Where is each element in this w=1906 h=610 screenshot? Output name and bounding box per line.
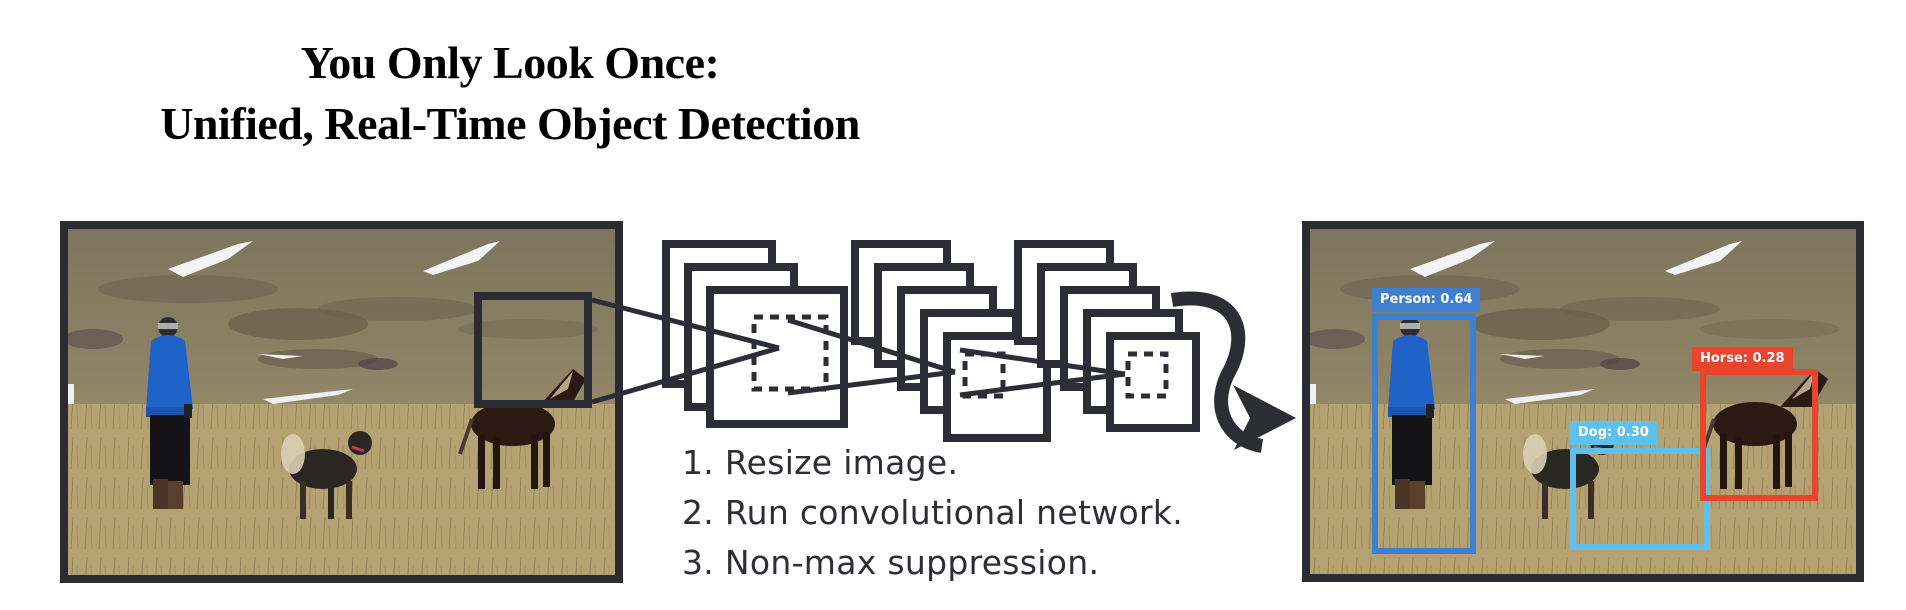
feature-map-layer bbox=[943, 332, 1051, 442]
feature-map-layer bbox=[874, 263, 974, 368]
feature-map-layer bbox=[920, 309, 1020, 414]
step-1: 1. Resize image. bbox=[682, 443, 959, 482]
feature-map-layer bbox=[662, 240, 776, 388]
detection-label-dog: Dog: 0.30 bbox=[1570, 421, 1657, 445]
title-line-1: You Only Look Once: bbox=[300, 37, 720, 88]
input-image bbox=[60, 221, 623, 583]
feature-map-layer bbox=[706, 286, 848, 428]
step-2: 2. Run convolutional network. bbox=[682, 493, 1184, 532]
detection-label-person: Person: 0.64 bbox=[1372, 288, 1481, 312]
feature-map-layer bbox=[1083, 309, 1183, 414]
step-3: 3. Non-max suppression. bbox=[682, 543, 1100, 582]
feature-map-layer bbox=[1060, 286, 1160, 391]
curved-arrow-right-icon bbox=[1170, 291, 1296, 453]
feature-map-layer bbox=[851, 240, 951, 345]
output-image bbox=[1302, 221, 1864, 582]
feature-map-group-3 bbox=[1014, 240, 1200, 432]
title-line-2: Unified, Real-Time Object Detection bbox=[160, 98, 860, 149]
pipeline-steps: 1. Resize image. 2. Run convolutional ne… bbox=[682, 438, 1183, 588]
feature-map-layer bbox=[1014, 240, 1114, 345]
detection-label-horse: Horse: 0.28 bbox=[1692, 347, 1793, 371]
feature-map-group-2 bbox=[851, 240, 1051, 442]
detection-box-horse bbox=[1700, 369, 1818, 501]
receptive-field-dashed bbox=[1125, 351, 1169, 399]
detection-box-person bbox=[1372, 314, 1476, 554]
projection-line bbox=[787, 369, 956, 396]
receptive-field-dashed bbox=[962, 351, 1006, 399]
feature-map-layer bbox=[684, 263, 798, 411]
paper-title: You Only Look Once: Unified, Real-Time O… bbox=[80, 32, 940, 154]
projection-line bbox=[787, 317, 956, 375]
receptive-field-dashed bbox=[751, 314, 829, 392]
feature-map-layer bbox=[1106, 332, 1200, 432]
projection-line bbox=[959, 371, 1126, 398]
feature-map-layer bbox=[897, 286, 997, 391]
feature-map-layer bbox=[1037, 263, 1137, 368]
detection-box-dog bbox=[1570, 448, 1710, 550]
input-scene bbox=[68, 229, 615, 575]
feature-map-group-1 bbox=[662, 240, 848, 428]
projection-line bbox=[959, 347, 1126, 377]
